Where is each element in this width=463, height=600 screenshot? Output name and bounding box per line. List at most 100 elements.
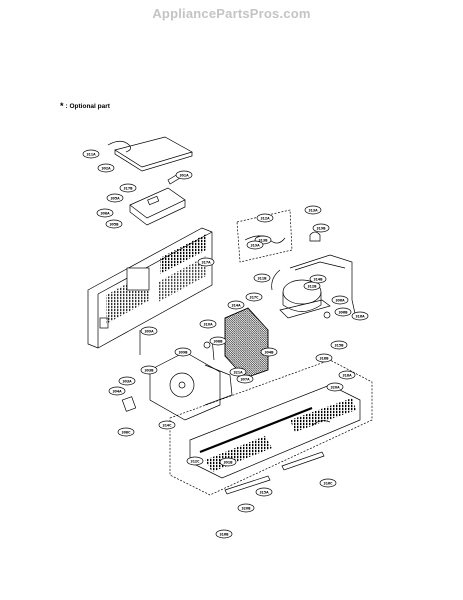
optional-part-note: *: Optional part [60, 101, 110, 111]
callout-oval [119, 183, 137, 193]
callout-oval [330, 340, 348, 350]
callout-304a: 304A [108, 386, 126, 396]
callout-oval [215, 529, 233, 539]
callout-oval [309, 274, 327, 284]
callout-oval [246, 240, 264, 250]
callout-text: 310A [203, 322, 213, 326]
callout-text: 317A [201, 260, 211, 264]
callout-314b: 314B [309, 274, 327, 284]
callout-oval [256, 213, 274, 223]
callout-305a: 305A [106, 193, 124, 203]
callout-text: 308A [100, 211, 110, 215]
callout-308c: 308C [117, 427, 135, 437]
callout-oval [199, 319, 217, 329]
callout-oval [186, 456, 204, 466]
callout-oval [338, 370, 356, 380]
callout-301a: 301A [175, 170, 193, 180]
callout-oval [304, 205, 322, 215]
callout-text: 316C [324, 481, 334, 485]
callout-oval [106, 193, 124, 203]
callout-305b: 305B [105, 219, 123, 229]
callout-oval [237, 503, 255, 513]
callout-text: 309B [178, 350, 188, 354]
optional-part-text: : Optional part [65, 103, 110, 110]
callout-text: 305B [109, 222, 119, 226]
callout-oval [227, 300, 245, 310]
base-pan-outline [169, 359, 373, 496]
callout-text: 303A [122, 379, 132, 383]
callout-text: 301B [223, 460, 233, 464]
callout-oval [326, 382, 344, 392]
callout-text: 307A [240, 377, 250, 381]
callout-oval [117, 427, 135, 437]
callout-319b: 319B [312, 223, 330, 233]
callout-text: 306B [338, 310, 348, 314]
callout-308b: 308B [209, 336, 227, 346]
callout-306b: 306B [334, 307, 352, 317]
callout-312a: 312A [256, 213, 274, 223]
callout-301b: 301B [219, 457, 237, 467]
callout-text: 312B [307, 284, 317, 288]
callout-oval [315, 353, 333, 363]
callout-text: 306A [335, 298, 345, 302]
optional-mark: * [60, 101, 64, 111]
callout-oval [105, 219, 123, 229]
callout-310a: 310A [199, 319, 217, 329]
callout-text: 302A [101, 166, 111, 170]
callout-oval [82, 149, 100, 159]
callout-text: 303B [144, 368, 154, 372]
callout-311a: 311A [82, 149, 100, 159]
callout-oval [175, 170, 193, 180]
callout-text: 320A [330, 385, 340, 389]
callout-oval [255, 487, 273, 497]
callout-text: 304A [112, 389, 122, 393]
callout-oval [245, 292, 263, 302]
callout-text: 314B [313, 277, 323, 281]
callout-text: 317B [123, 186, 133, 190]
callout-oval [319, 478, 337, 488]
callout-oval [118, 376, 136, 386]
callout-oval [334, 307, 352, 317]
callout-oval [312, 223, 330, 233]
callout-316b: 316B [215, 529, 233, 539]
callout-320a: 320A [326, 382, 344, 392]
callout-oval [140, 365, 158, 375]
callout-315b: 315B [330, 340, 348, 350]
callout-text: 314C [163, 423, 173, 427]
callout-text: 315A [259, 490, 269, 494]
callout-text: 311B [257, 276, 267, 280]
callout-oval [331, 295, 349, 305]
callout-oval [219, 457, 237, 467]
callout-311b: 311B [253, 273, 271, 283]
callout-309a: 309A [140, 326, 158, 336]
callout-text: 315B [334, 343, 344, 347]
callout-oval [236, 374, 254, 384]
callout-text: 304B [264, 350, 274, 354]
callout-labels: 311A302A301A317B305A308A305B312A313A313B… [82, 149, 369, 539]
callout-text: 319A [250, 243, 260, 247]
callout-oval [197, 257, 215, 267]
condenser-coil [203, 307, 269, 379]
callout-text: 316A [355, 314, 365, 318]
callout-320b: 320B [237, 503, 255, 513]
callout-317a: 317A [197, 257, 215, 267]
callout-text: 313A [308, 208, 318, 212]
callout-text: 311A [86, 152, 96, 156]
callout-306a: 306A [331, 295, 349, 305]
callout-318b: 318B [315, 353, 333, 363]
callout-oval [140, 326, 158, 336]
callout-text: 314A [231, 303, 241, 307]
callout-oval [351, 311, 369, 321]
callout-308a: 308A [96, 208, 114, 218]
wiring-box [236, 209, 293, 263]
callout-text: 320B [241, 506, 251, 510]
callout-text: 319B [316, 226, 326, 230]
back-panel [87, 227, 213, 349]
callout-text: 309A [144, 329, 154, 333]
callout-316a: 316A [351, 311, 369, 321]
compressor-assembly [271, 254, 357, 319]
callout-text: 316B [219, 532, 229, 536]
callout-oval [260, 347, 278, 357]
callout-text: 312A [260, 216, 270, 220]
